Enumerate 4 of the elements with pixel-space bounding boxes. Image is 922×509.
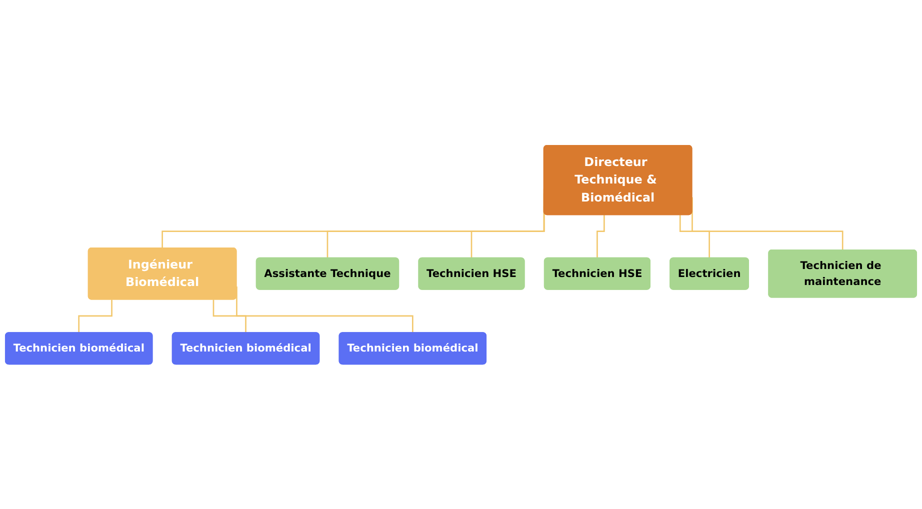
connector [596, 214, 605, 258]
connector [679, 214, 710, 258]
connector [78, 299, 112, 334]
connector [212, 299, 247, 334]
